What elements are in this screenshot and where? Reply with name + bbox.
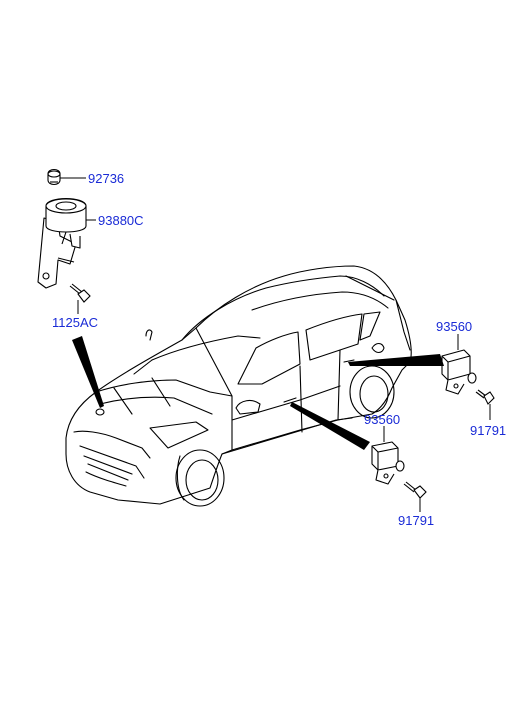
- car-illustration: [65, 265, 412, 507]
- rear-door-screw-91791-part: [475, 389, 495, 405]
- rear-door-switch-93560-part: [441, 349, 477, 395]
- arrow-rear-door-switch: [348, 354, 444, 366]
- label-rear-door-screw: 91791: [470, 423, 506, 438]
- label-front-door-switch: 93560: [364, 412, 400, 427]
- cap-92736-part: [47, 168, 61, 186]
- leader-lines: [60, 177, 491, 512]
- label-speaker-assembly: 93880C: [98, 213, 144, 228]
- label-rear-door-switch: 93560: [436, 319, 472, 334]
- bolt-1125ac-part: [69, 283, 91, 303]
- front-door-switch-93560-part: [371, 441, 405, 485]
- arrow-front-door-switch: [290, 402, 370, 450]
- speaker-93880c-part: [37, 197, 87, 289]
- pointer-arrows: [72, 336, 444, 450]
- label-speaker-bolt: 1125AC: [52, 315, 98, 330]
- arrow-speaker-location: [72, 336, 104, 408]
- label-front-door-screw: 91791: [398, 513, 434, 528]
- label-cap: 92736: [88, 171, 124, 186]
- front-door-screw-91791-part: [403, 481, 427, 499]
- part-labels: 92736 93880C 1125AC 93560 91791 93560 91…: [52, 171, 506, 528]
